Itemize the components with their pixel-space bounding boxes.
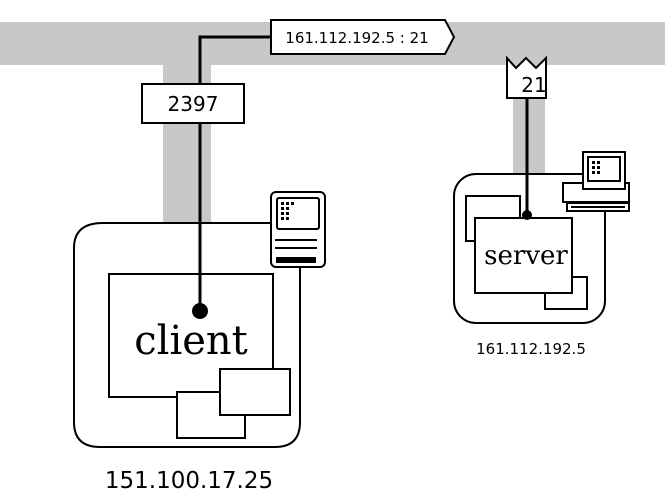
connection-label: 161.112.192.5 : 21: [285, 29, 428, 47]
server-socket-dot: [522, 210, 532, 220]
client-port-label: 2397: [168, 92, 219, 116]
server-ip-label: 161.112.192.5: [476, 340, 586, 358]
server-host: server: [453, 151, 630, 324]
classic-mac-icon: [270, 191, 326, 268]
client-socket-dot: [192, 303, 208, 319]
connection-label-box: [270, 19, 456, 55]
client-host: client: [73, 191, 326, 448]
server-port-label: 21: [521, 73, 546, 97]
client-port-box: [141, 83, 245, 124]
client-connection-line: [198, 35, 272, 307]
client-label: client: [134, 318, 248, 364]
server-port-box: [506, 55, 547, 99]
desktop-computer-icon: [562, 151, 630, 212]
client-ip-label: 151.100.17.25: [105, 468, 273, 494]
server-label: server: [484, 241, 568, 271]
server-process-box: [474, 217, 573, 294]
client-secondary-box: [219, 368, 291, 416]
